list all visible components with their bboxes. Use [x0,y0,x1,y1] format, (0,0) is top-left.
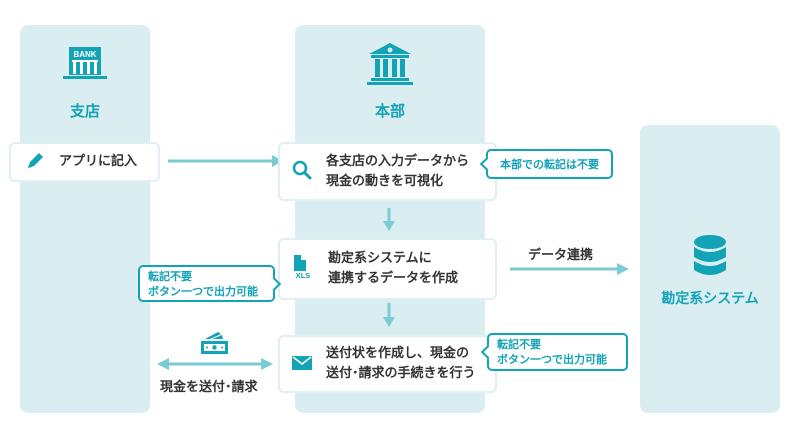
visualize-card: 各支店の入力データから 現金の動きを可視化 [278,142,497,201]
invoice-card: 送付状を作成し、現金の 送付･請求の手続きを行う [278,335,497,393]
cash-icon [201,332,228,354]
export-note-text: 転記不要 ボタン一つで出力可能 [148,269,258,298]
app-entry-card: アプリに記入 [9,142,160,182]
app-entry-text: アプリに記入 [59,154,138,169]
export-note-bubble: 転記不要 ボタン一つで出力可能 [138,265,282,302]
branch-panel: BANK 支店 [20,25,150,413]
classical-building-icon [367,43,413,89]
pencil-icon [27,151,45,173]
arrow-data-link [510,263,629,275]
hq-no-transcription-text: 本部での転記は不要 [500,157,599,171]
export-text: 勘定系システムに 連携するデータを作成 [328,251,459,286]
svg-text:BANK: BANK [73,50,96,59]
arrow-cash-bidirectional [157,358,273,370]
invoice-note-text: 転記不要 ボタン一つで出力可能 [497,338,607,366]
database-icon [693,235,727,281]
arrow-app-to-hq [168,155,283,167]
search-icon [292,160,312,184]
invoice-note-bubble: 転記不要 ボタン一つで出力可能 [480,333,628,371]
cash-transfer-label: 現金を送付･請求 [160,380,258,395]
accounting-system-panel: 勘定系システム [640,125,780,413]
xls-file-icon: XLS [292,255,314,283]
headquarters-title: 本部 [374,102,405,120]
bank-building-icon: BANK [63,47,107,85]
visualize-text: 各支店の入力データから 現金の動きを可視化 [326,153,470,189]
invoice-text: 送付状を作成し、現金の 送付･請求の手続きを行う [326,346,476,381]
branch-title: 支店 [69,102,100,120]
accounting-system-title: 勘定系システム [661,291,759,307]
data-link-label: データ連携 [528,248,594,263]
hq-no-transcription-bubble: 本部での転記は不要 [479,149,613,179]
svg-text:XLS: XLS [296,271,311,279]
export-card: XLS 勘定系システムに 連携するデータを作成 [278,238,497,300]
mail-icon [292,355,312,374]
